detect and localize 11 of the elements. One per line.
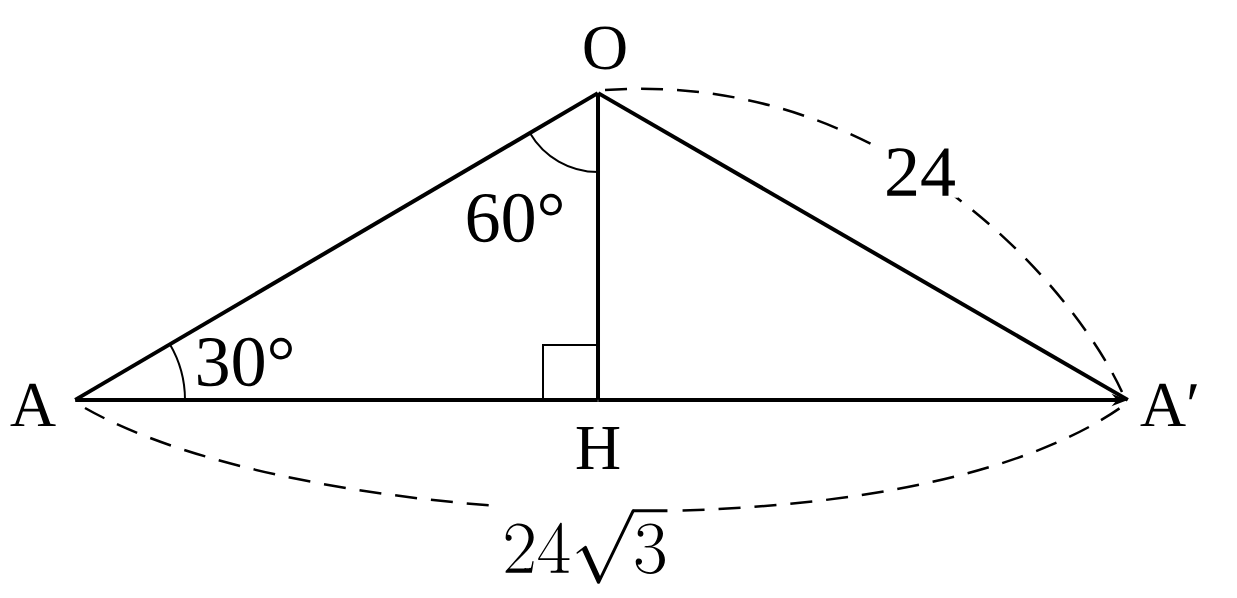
measure-label: 30° [192,335,298,389]
measure-label: $24\sqrt{3}$ [500,504,670,586]
point-label: A [10,383,56,427]
measure-label: 24 [882,146,958,198]
point-label: H [576,427,620,469]
point-label: O [584,26,626,70]
line-segment [75,398,598,402]
line-segment [596,93,600,400]
point-label: A′ [1140,383,1197,427]
measure-label: 60° [462,191,568,245]
line-segment [74,91,599,402]
